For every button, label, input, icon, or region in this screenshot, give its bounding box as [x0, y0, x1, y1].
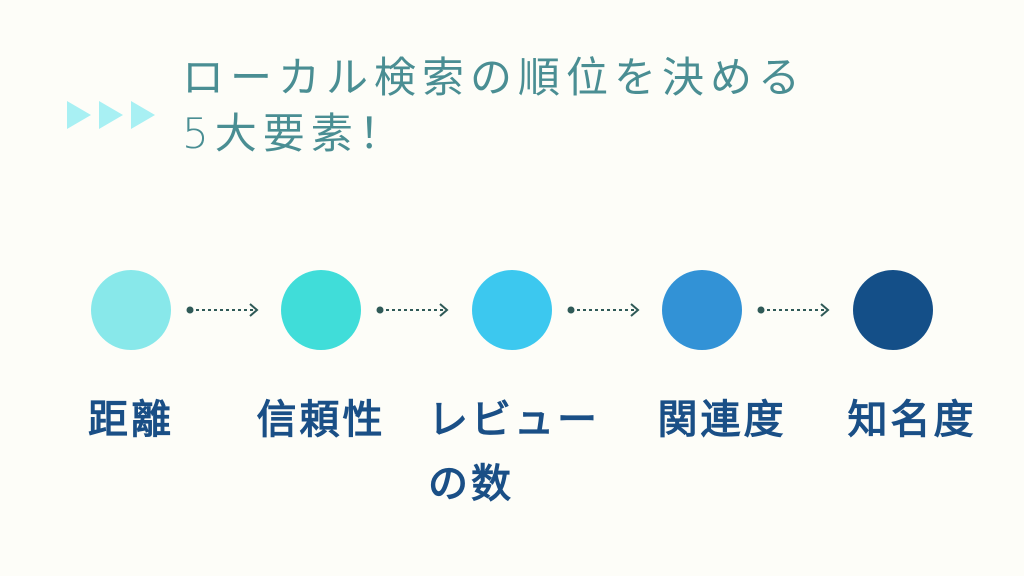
title-line-1: ローカル検索の順位を決める [182, 53, 807, 102]
arrow-right-icon [186, 303, 259, 317]
factor-label-relevance: 関連度 [657, 397, 787, 443]
factor-label-reviews-line-2: の数 [428, 461, 514, 507]
page-title: ローカル検索の順位を決める 5大要素！ [182, 50, 806, 162]
factor-circle-prominence [853, 270, 933, 350]
factor-label-distance: 距離 [88, 397, 174, 443]
title-line-2: 5大要素！ [182, 109, 407, 158]
arrow-right-icon [757, 303, 830, 317]
triangle-1 [67, 101, 91, 129]
factor-label-reviews: レビュー の数 [428, 388, 624, 516]
factor-circle-relevance [662, 270, 742, 350]
factor-circle-trust [281, 270, 361, 350]
factor-circle-reviews [472, 270, 552, 350]
triangle-2 [99, 101, 123, 129]
factor-flow [0, 260, 1024, 360]
factor-label-reviews-line-1: レビュー [428, 397, 600, 443]
triangle-3 [131, 101, 155, 129]
arrow-right-icon [376, 303, 449, 317]
factor-label-trust: 信頼性 [256, 397, 386, 443]
factor-circle-distance [91, 270, 171, 350]
triple-triangle-icon [67, 101, 155, 129]
factor-label-prominence: 知名度 [847, 397, 977, 443]
arrow-right-icon [567, 303, 640, 317]
